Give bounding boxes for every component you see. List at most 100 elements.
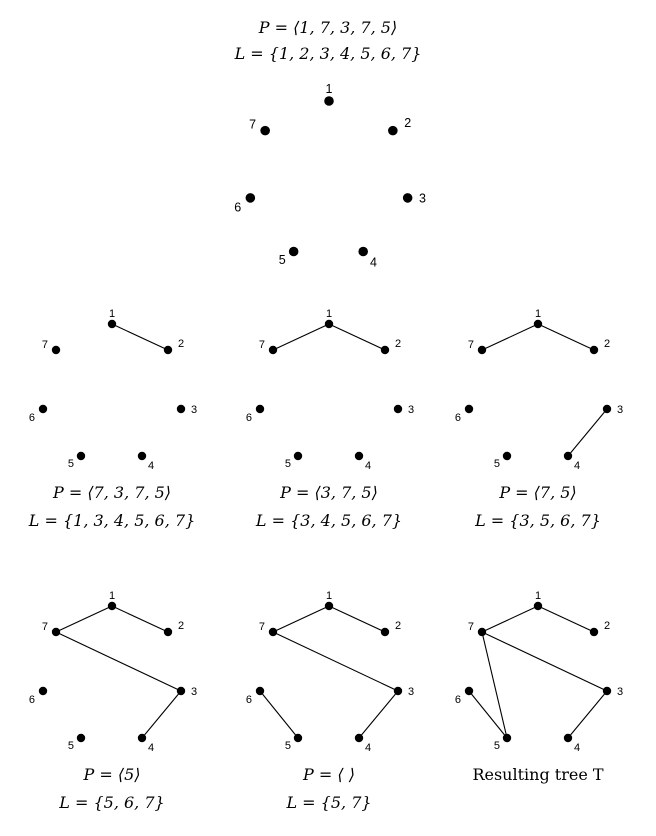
vertex-2 (388, 125, 398, 136)
caption-p-step-5: P = ⟨ ⟩ (302, 765, 355, 784)
vertex-1 (107, 601, 117, 611)
vertex-label-5: 5 (494, 740, 500, 752)
vertex-label-2: 2 (178, 620, 184, 632)
top-l-set: L = {1, 2, 3, 4, 5, 6, 7} (234, 44, 422, 63)
vertex-label-6: 6 (234, 201, 241, 215)
vertex-4 (354, 733, 364, 743)
vertex-label-2: 2 (604, 338, 610, 350)
vertex-label-7: 7 (259, 339, 265, 351)
caption-p-step-2: P = ⟨3, 7, 5⟩ (279, 483, 378, 502)
vertex-label-6: 6 (246, 694, 252, 706)
edge-1-2 (328, 323, 386, 351)
vertex-label-1: 1 (326, 308, 332, 320)
vertex-2 (380, 345, 390, 355)
vertex-label-2: 2 (178, 338, 184, 350)
vertex-label-1: 1 (109, 590, 115, 602)
vertex-4 (354, 451, 364, 461)
vertex-3 (602, 686, 612, 696)
vertex-6 (245, 193, 256, 203)
vertex-6 (255, 404, 265, 414)
edge-1-2 (111, 323, 169, 351)
vertex-1 (107, 319, 117, 329)
vertex-7 (477, 627, 487, 637)
vertex-6 (464, 404, 474, 414)
vertex-5 (76, 451, 86, 461)
vertex-label-7: 7 (468, 621, 474, 633)
vertex-1 (324, 601, 334, 611)
edge-1-2 (328, 605, 386, 633)
caption-p-step-3: P = ⟨7, 5⟩ (498, 483, 576, 502)
edge-1-7 (481, 323, 539, 351)
vertex-3 (393, 404, 403, 414)
caption-p-step-4: P = ⟨5⟩ (82, 765, 140, 784)
caption-l-step-4: L = {5, 6, 7} (58, 793, 164, 812)
vertex-label-6: 6 (455, 694, 461, 706)
vertex-label-7: 7 (259, 621, 265, 633)
vertex-label-1: 1 (535, 308, 541, 320)
vertex-label-5: 5 (285, 740, 291, 752)
edge-1-7 (55, 605, 113, 633)
edge-1-2 (537, 323, 595, 351)
vertex-label-5: 5 (279, 253, 286, 267)
caption-l-step-5: L = {5, 7} (285, 793, 371, 812)
vertex-label-2: 2 (404, 116, 411, 130)
vertex-label-6: 6 (455, 412, 461, 424)
panels: 1 2 3 4 5 6 7 1 2 3 4 5 6 7 P = ⟨7, 3, 7, 5⟩ L = {1, 3,… (28, 82, 623, 812)
vertex-4 (563, 451, 573, 461)
vertex-label-4: 4 (148, 460, 154, 472)
edge-1-7 (272, 605, 330, 633)
vertex-4 (137, 733, 147, 743)
vertex-label-3: 3 (408, 686, 414, 698)
vertex-label-4: 4 (365, 460, 371, 472)
vertex-5 (76, 733, 86, 743)
vertex-4 (358, 246, 368, 257)
edge-7-3 (272, 631, 399, 692)
edge-3-4 (567, 408, 608, 457)
vertex-5 (502, 451, 512, 461)
vertex-4 (137, 451, 147, 461)
vertex-7 (477, 345, 487, 355)
vertex-label-3: 3 (191, 404, 197, 416)
vertex-label-6: 6 (29, 412, 35, 424)
vertex-5 (293, 451, 303, 461)
vertex-label-5: 5 (68, 740, 74, 752)
vertex-label-4: 4 (365, 742, 371, 754)
vertex-label-1: 1 (109, 308, 115, 320)
vertex-label-4: 4 (370, 255, 377, 269)
vertex-3 (176, 404, 186, 414)
caption-l-step-2: L = {3, 4, 5, 6, 7} (255, 511, 402, 530)
vertex-label-3: 3 (617, 686, 623, 698)
vertex-1 (533, 319, 543, 329)
vertex-5 (502, 733, 512, 743)
vertex-label-6: 6 (29, 694, 35, 706)
edge-1-7 (481, 605, 539, 633)
edge-3-4 (141, 690, 182, 739)
vertex-7 (268, 627, 278, 637)
vertex-label-5: 5 (68, 458, 74, 470)
vertex-label-1: 1 (326, 82, 333, 96)
vertex-6 (255, 686, 265, 696)
vertex-2 (589, 627, 599, 637)
vertex-2 (589, 345, 599, 355)
vertex-label-3: 3 (419, 191, 426, 205)
caption-l-step-1: L = {1, 3, 4, 5, 6, 7} (28, 511, 196, 530)
caption-p-step-1: P = ⟨7, 3, 7, 5⟩ (52, 483, 171, 502)
edge-3-4 (358, 690, 399, 739)
vertex-2 (163, 345, 173, 355)
vertex-7 (268, 345, 278, 355)
vertex-label-3: 3 (191, 686, 197, 698)
caption-p-result: Resulting tree T (472, 765, 603, 784)
top-p-sequence: P = ⟨1, 7, 3, 7, 5⟩ (258, 18, 397, 37)
vertex-1 (533, 601, 543, 611)
vertex-label-1: 1 (326, 590, 332, 602)
vertex-label-2: 2 (604, 620, 610, 632)
vertex-label-5: 5 (494, 458, 500, 470)
edge-1-2 (537, 605, 595, 633)
edge-3-4 (567, 690, 608, 739)
